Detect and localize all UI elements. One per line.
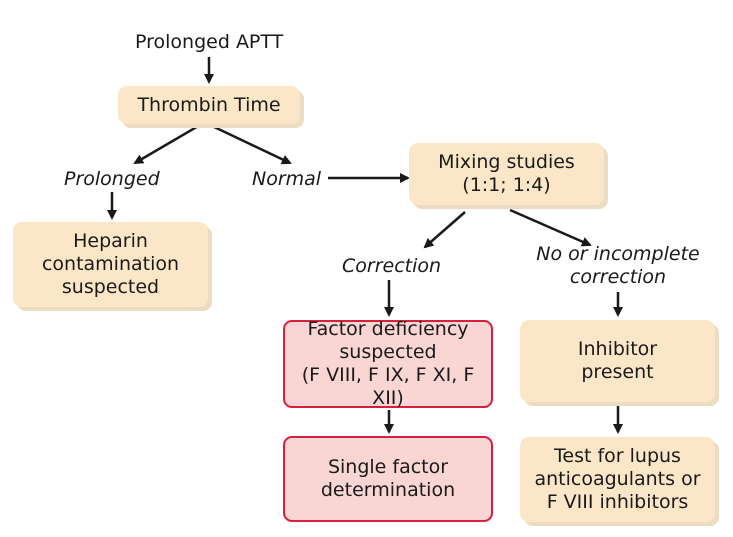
label-no-or-incomplete-correction: No or incomplete correction (525, 243, 711, 289)
mixing-line-1: Mixing studies (438, 151, 575, 173)
incomplete-line-1: No or incomplete (536, 243, 700, 265)
mixing-line-2: (1:1; 1:4) (462, 174, 551, 196)
inhibitor-line-1: Inhibitor (577, 338, 658, 360)
thrombin-time-box: Thrombin Time (118, 86, 300, 124)
factor-line-2: suspected (339, 341, 437, 363)
heparin-line-1: Heparin (73, 230, 148, 252)
inhibitor-present-box: Inhibitor present (520, 320, 715, 402)
lupus-line-1: Test for lupus (554, 445, 681, 467)
factor-line-3: (F VIII, F IX, F XI, F XII) (301, 364, 475, 409)
heparin-line-3: suspected (61, 276, 160, 298)
heparin-line-2: contamination (41, 253, 180, 275)
arrow-mixing-to-incomplete (509, 208, 592, 247)
single-line-2: determination (320, 479, 456, 501)
label-normal: Normal (252, 168, 322, 190)
arrow-thrombin-to-normal (209, 123, 292, 165)
arrow-mixing-to-correction (423, 211, 466, 249)
factor-deficiency-box: Factor deficiency suspected (F VIII, F I… (283, 318, 493, 409)
label-prolonged: Prolonged (64, 168, 160, 190)
label-correction: Correction (342, 255, 442, 277)
single-line-1: Single factor (327, 456, 449, 478)
start-node-prolonged-aptt: Prolonged APTT (135, 31, 284, 53)
heparin-box: Heparin contamination suspected (13, 222, 208, 307)
incomplete-line-2: correction (569, 266, 667, 288)
lupus-test-box: Test for lupus anticoagulants or F VIII … (520, 437, 715, 522)
inhibitor-line-2: present (581, 361, 654, 383)
mixing-studies-box: Mixing studies (1:1; 1:4) (409, 143, 604, 205)
single-factor-box: Single factor determination (283, 436, 493, 522)
lupus-line-2: anticoagulants or (534, 468, 701, 490)
thrombin-time-text: Thrombin Time (137, 93, 281, 116)
arrow-thrombin-to-prolonged (133, 123, 201, 165)
factor-line-1: Factor deficiency (307, 318, 469, 340)
lupus-line-3: F VIII inhibitors (546, 491, 689, 513)
